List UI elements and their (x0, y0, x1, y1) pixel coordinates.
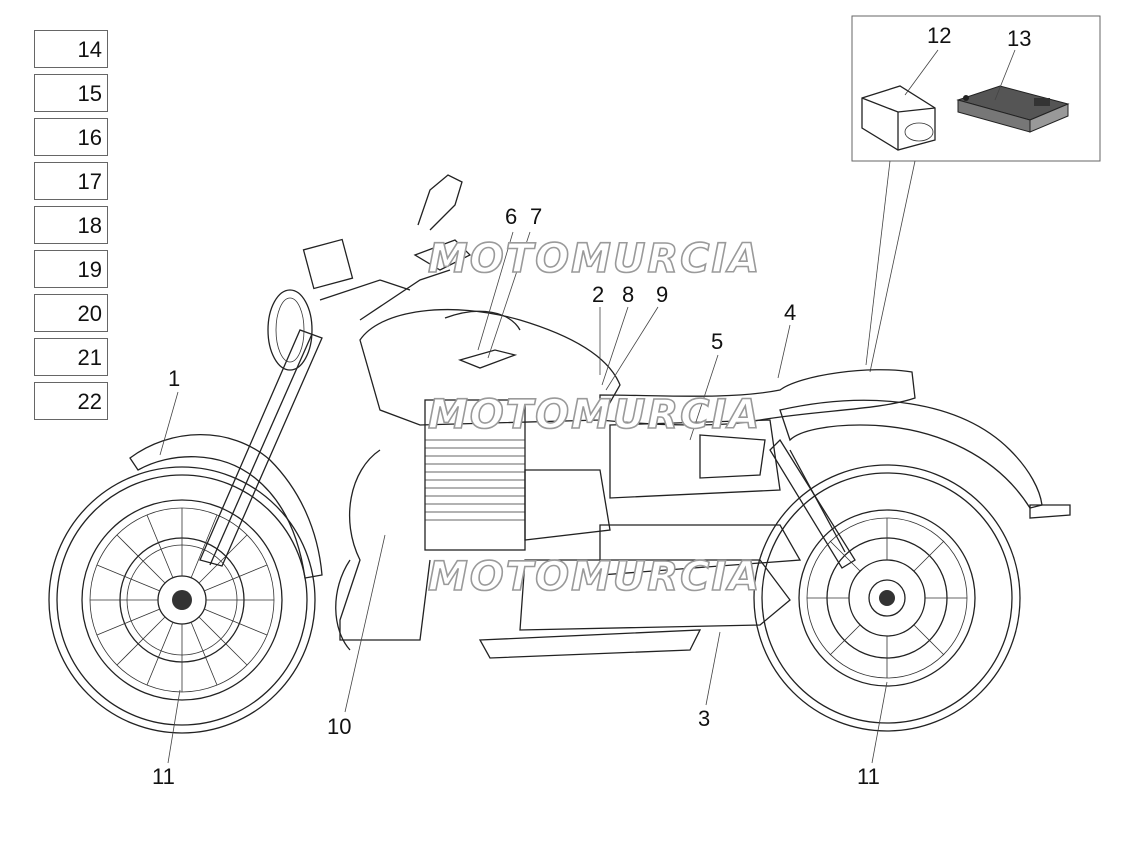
leader-line (865, 160, 891, 366)
front-wheel (48, 466, 316, 734)
legend-box-label: 16 (77, 125, 102, 150)
legend-box-16: 16 (34, 118, 108, 156)
callout-1: 1 (168, 366, 180, 391)
callout-4: 4 (784, 300, 796, 325)
legend-box-label: 20 (77, 301, 102, 326)
legend-box-19: 19 (34, 250, 108, 288)
legend-box-17: 17 (34, 162, 108, 200)
legend-box-20: 20 (34, 294, 108, 332)
callout-2: 2 (592, 282, 604, 307)
legend-box-label: 15 (77, 81, 102, 106)
callout-11-rear: 11 (857, 764, 880, 789)
watermark: MOTOMURCIA (428, 392, 761, 438)
legend-box-14: 14 (34, 30, 108, 68)
legend-box-label: 21 (77, 345, 102, 370)
callout-12: 12 (927, 23, 951, 48)
callout-9: 9 (656, 282, 668, 307)
callout-6: 6 (505, 204, 517, 229)
rear-wheel (753, 464, 1021, 732)
callout-11-front: 11 (152, 764, 175, 789)
callout-3: 3 (698, 706, 710, 731)
front-end (129, 174, 472, 579)
leader-lines (159, 49, 1016, 764)
legend-box-15: 15 (34, 74, 108, 112)
accessory-inset-box (851, 15, 1101, 162)
legend-box-22: 22 (34, 382, 108, 420)
engine (335, 399, 802, 659)
legend-box-label: 17 (77, 169, 102, 194)
watermark: MOTOMURCIA (428, 554, 761, 600)
leader-line (869, 160, 916, 373)
body-work (359, 308, 1071, 569)
cover-pouch-drawing (861, 85, 936, 151)
owner-manual-drawing (956, 85, 1070, 133)
callout-7: 7 (530, 204, 542, 229)
legend-box-label: 19 (77, 257, 102, 282)
legend-box-label: 22 (77, 389, 102, 414)
legend-box-18: 18 (34, 206, 108, 244)
legend-box-21: 21 (34, 338, 108, 376)
callout-8: 8 (622, 282, 634, 307)
callout-10: 10 (327, 714, 351, 739)
callout-5: 5 (711, 329, 723, 354)
watermark: MOTOMURCIA (428, 236, 761, 282)
callout-13: 13 (1007, 26, 1031, 51)
legend-box-label: 14 (77, 37, 102, 62)
legend-box-label: 18 (77, 213, 102, 238)
